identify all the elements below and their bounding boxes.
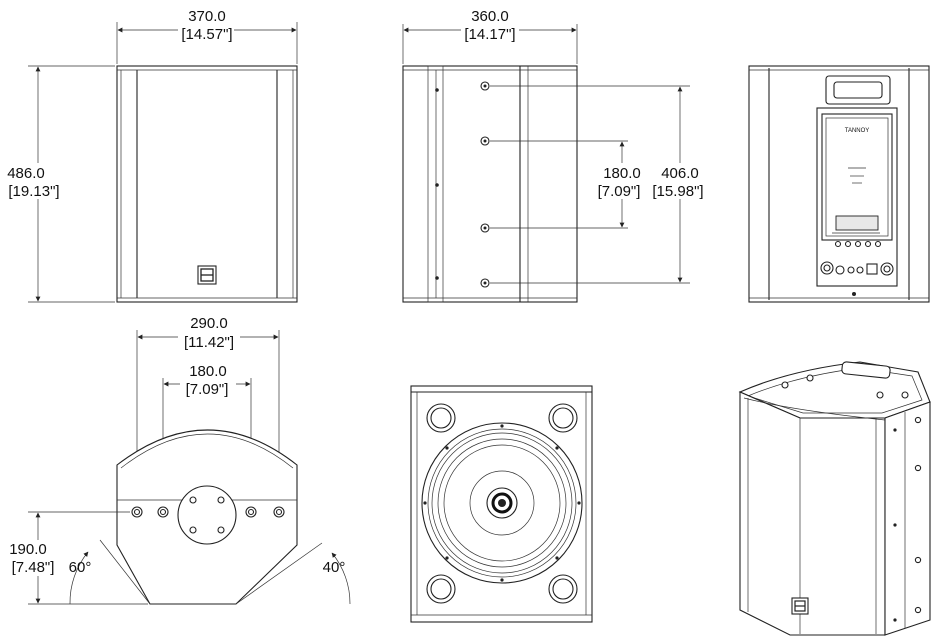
outer-span-mm: 290.0 [190,315,228,332]
front-view: 370.0 [14.57"] 486.0 [19.13"] [4,8,298,303]
front-height-mm: 486.0 [7,165,45,182]
top-depth-mm: 190.0 [9,541,47,558]
hole-span-mm: 406.0 [661,165,699,182]
top-mounting-holes [131,506,285,518]
side-depth-mm: 360.0 [471,8,509,25]
side-depth-in: [14.17"] [464,26,515,43]
connector-panel [820,261,894,276]
brand-label: TANNOY [845,128,870,134]
pole-mount-plate [177,485,237,545]
inner-span-in: [7.09"] [186,381,229,398]
bass-port-icons [426,403,578,604]
mounting-holes [480,81,490,288]
outer-span-in: [11.42"] [184,334,234,351]
angle-left: 60° [69,559,92,576]
front-height-in: [19.13"] [8,183,59,200]
hole-spacing-mm: 180.0 [603,165,641,182]
woofer-driver-icon [421,422,583,584]
driver-view [410,385,593,623]
hole-spacing-in: [7.09"] [598,183,641,200]
isometric-view [738,361,931,636]
front-width-in: [14.57"] [181,26,232,43]
side-view: 360.0 [14.17"] 180.0 [7.09"] 406.0 [15.9… [402,8,712,303]
rear-view: TANNOY [748,65,930,303]
hole-span-in: [15.98"] [652,183,703,200]
angle-right: 40° [323,559,346,576]
top-depth-in: [7.48"] [12,559,55,576]
inner-span-mm: 180.0 [189,363,227,380]
front-width-mm: 370.0 [188,8,226,25]
top-view: 290.0 [11.42"] 180.0 [7.09"] 190.0 [7 [6,315,351,605]
